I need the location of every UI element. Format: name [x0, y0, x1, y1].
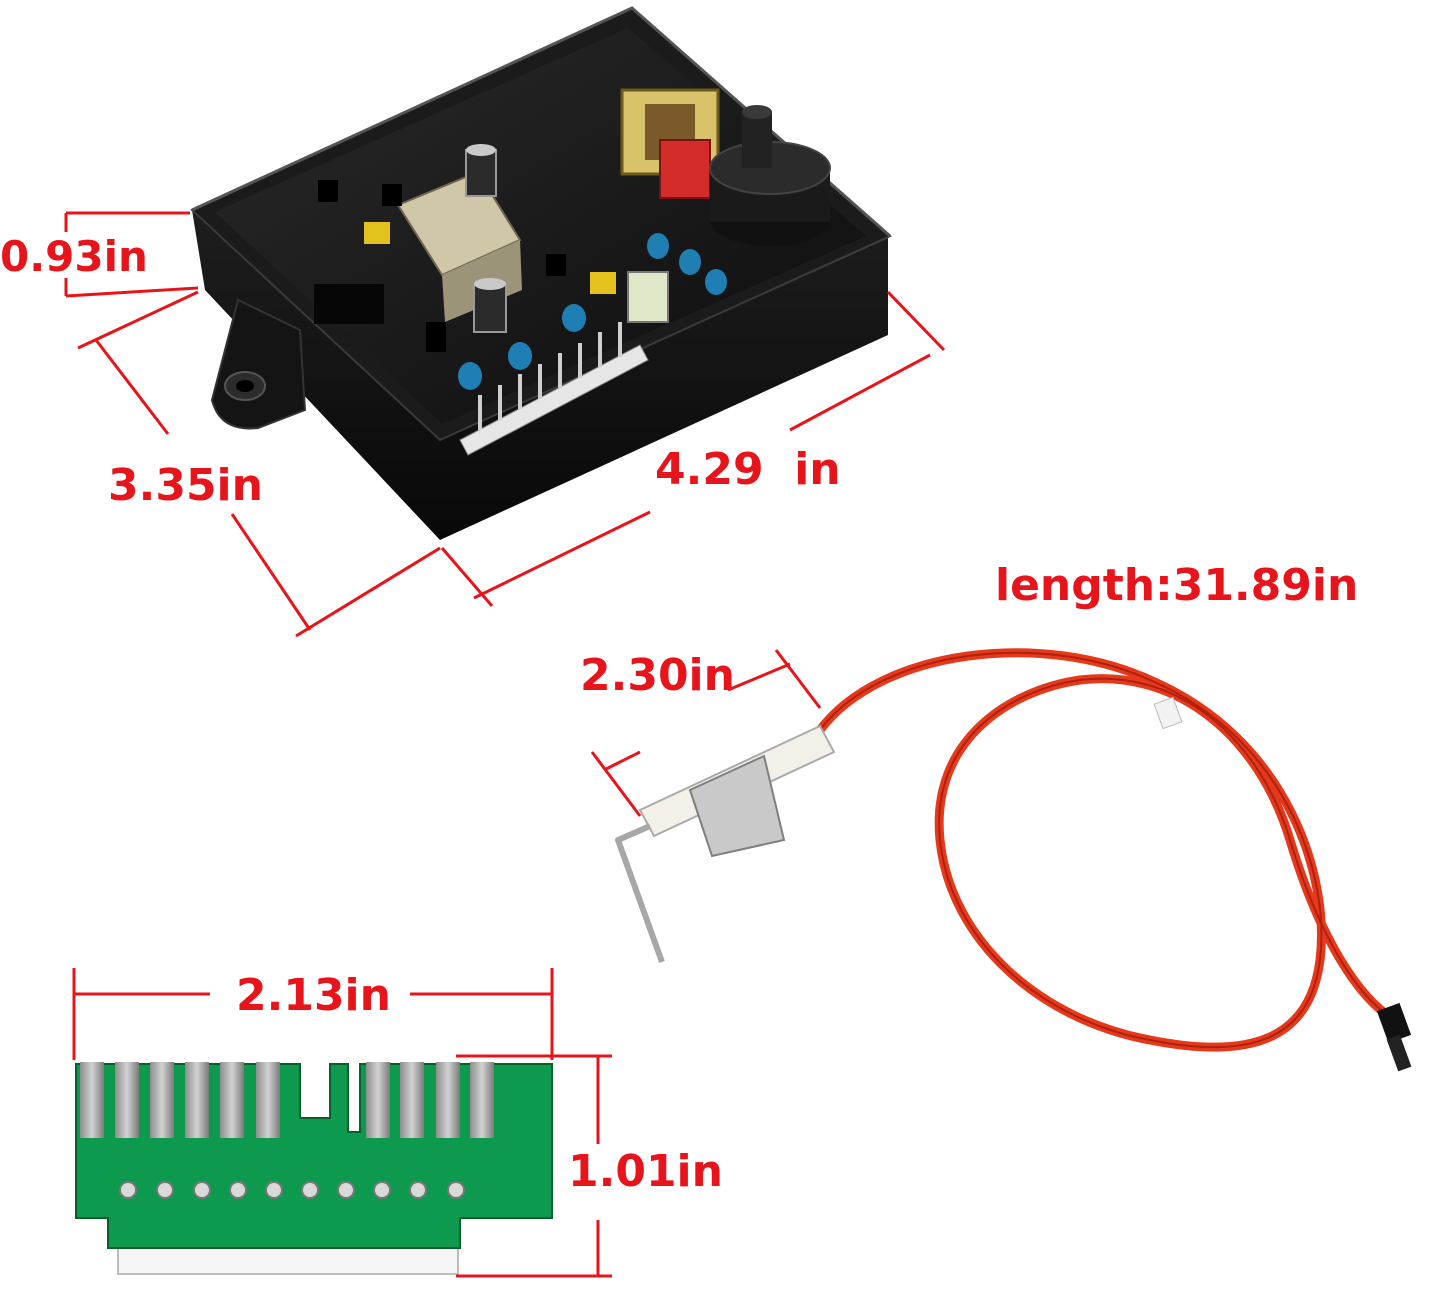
connector-dimension-lines	[72, 968, 612, 1278]
red-cable	[815, 648, 1400, 1052]
electrolytic-capacitor-2	[473, 283, 507, 333]
blue-cap-2	[508, 342, 532, 370]
fuse	[627, 271, 669, 323]
connector-width-label: 2.13in	[236, 970, 391, 1021]
igniter-electrode-image	[615, 648, 1412, 1072]
electrode-dimension-lines	[590, 649, 822, 817]
connector-height-label: 1.01in	[568, 1146, 723, 1197]
coil-knob-top	[742, 105, 772, 119]
edge-connector-image	[75, 1062, 553, 1275]
box-depth-label: 3.35in	[108, 460, 263, 511]
blue-cap-3	[562, 304, 586, 332]
red-capacitor	[659, 139, 711, 199]
blue-cap-4	[647, 233, 669, 259]
electrode-length-label: 2.30in	[580, 650, 735, 701]
capacitor-1-top	[466, 144, 496, 156]
cable-shadow	[819, 651, 1396, 1049]
transistor-1	[318, 180, 338, 202]
transistor-2	[382, 184, 402, 206]
metal-bracket	[688, 754, 786, 858]
mounting-hole-center	[236, 380, 254, 392]
metal-pads	[80, 1062, 494, 1138]
blue-cap-1	[458, 362, 482, 390]
blue-cap-6	[705, 269, 727, 295]
capacitor-2-top	[474, 278, 506, 290]
blue-cap-5	[679, 249, 701, 275]
cable-terminal	[1376, 1002, 1412, 1072]
yellow-cap-2	[590, 272, 616, 294]
transistor-3	[426, 322, 446, 352]
connector-housing	[117, 1245, 459, 1275]
coil-knob	[742, 112, 772, 168]
box-front-wall	[192, 210, 888, 540]
electrolytic-capacitor-1	[465, 149, 497, 197]
cable-tie	[1153, 696, 1183, 730]
yellow-cap-1	[364, 222, 390, 244]
electrode-wire	[615, 823, 665, 964]
pin-header	[459, 322, 649, 456]
box-height-label: 0.93in	[0, 232, 148, 281]
control-board-image	[190, 6, 892, 540]
transistor-4	[546, 254, 566, 276]
cable-length-label: length:31.89in	[995, 560, 1359, 611]
black-block	[314, 284, 384, 324]
solder-pins	[119, 1181, 465, 1199]
box-width-label: 4.29 in	[655, 444, 841, 495]
box-dimension-lines	[64, 211, 946, 638]
